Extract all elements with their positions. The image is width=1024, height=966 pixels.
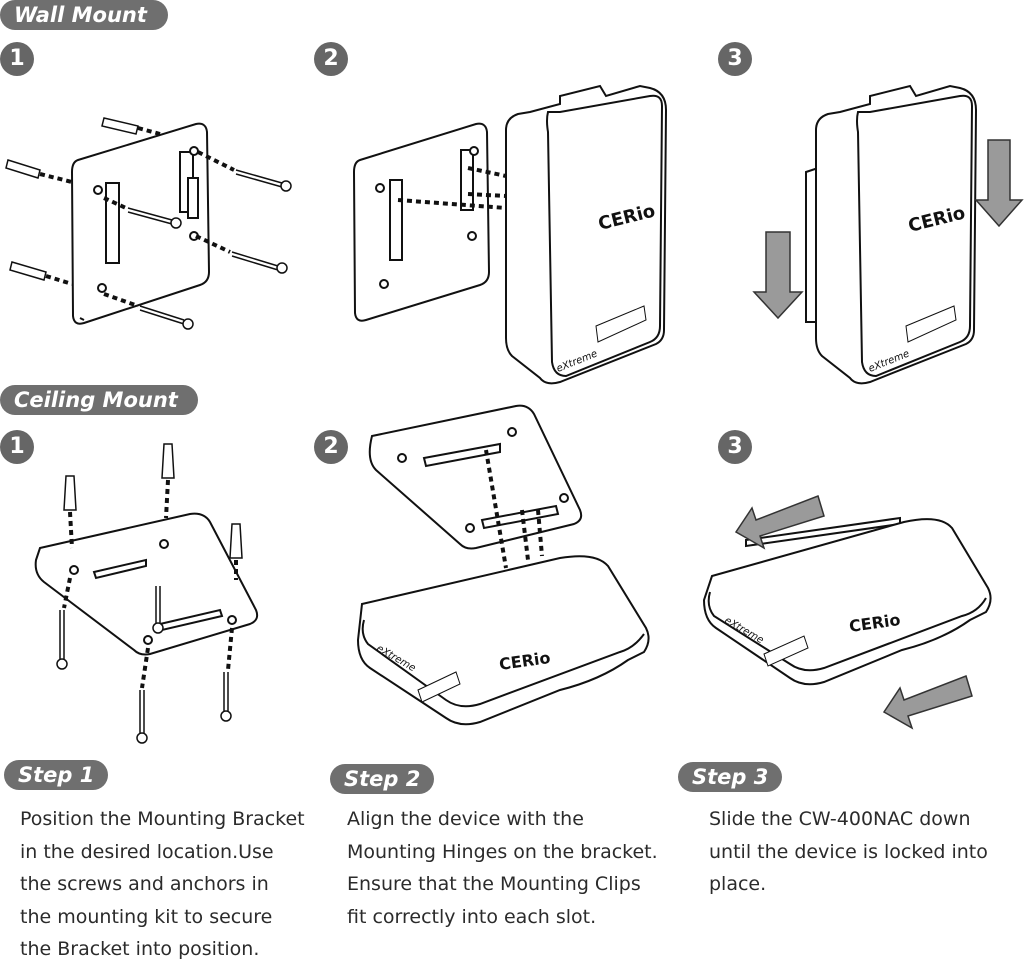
step-3-text: Slide the CW-400NAC down until the devic… (709, 808, 988, 895)
ceiling-step3-device (702, 516, 992, 686)
ceiling-step-1-number: 1 (0, 430, 34, 464)
ceiling-step1-dotted-guides (62, 479, 238, 689)
wall-step-1-number: 1 (0, 42, 34, 76)
wall-step-3-number: 3 (718, 42, 752, 76)
wall-step1-hardware (5, 117, 292, 330)
ceiling-step-3-number: 3 (718, 430, 752, 464)
step-3-label: Step 3 (678, 762, 783, 792)
ceiling-mount-title: Ceiling Mount (0, 385, 198, 415)
wall-step2-device (505, 84, 668, 385)
ceiling-step2-bracket (368, 404, 583, 550)
wall-step3-device (805, 84, 978, 385)
wall-step2-dotted-guides (397, 166, 507, 210)
step-1-label: Step 1 (4, 760, 109, 790)
wall-step1-bracket (70, 122, 211, 325)
ceiling-step1-bracket (34, 512, 259, 656)
wall-step3-arrows (752, 139, 1024, 320)
mounting-illustrations: CERio eXtreme CERio eXtreme CERio eXtrem… (5, 84, 1024, 744)
wall-step2-bracket (352, 122, 491, 322)
step-1-text: Position the Mounting Bracket in the des… (20, 808, 305, 960)
step-2-label: Step 2 (330, 764, 435, 794)
wall-step1-dotted-guides (39, 126, 235, 308)
ceiling-step2-device (356, 555, 650, 726)
step-2-text: Align the device with the Mounting Hinge… (347, 808, 658, 928)
wall-step-2-number: 2 (314, 42, 348, 76)
ceiling-step-2-number: 2 (314, 430, 348, 464)
ceiling-step1-hardware (56, 443, 243, 744)
ceiling-step2-dotted-guides (484, 449, 544, 569)
ceiling-step3-arrows (734, 495, 973, 730)
wall-mount-title: Wall Mount (0, 0, 168, 30)
